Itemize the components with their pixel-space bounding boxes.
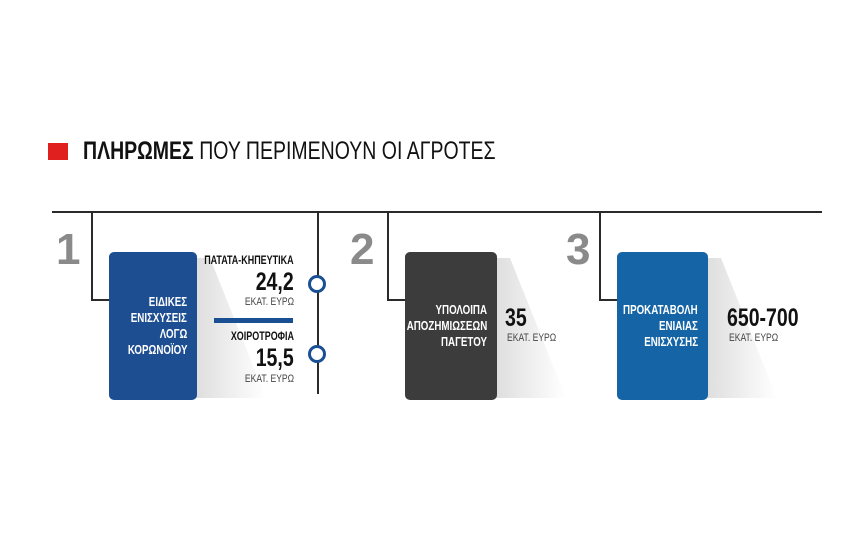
box-line: ΠΑΓΕΤΟΥ bbox=[440, 335, 487, 349]
step-number-3: 3 bbox=[566, 225, 591, 274]
connector-1-h bbox=[91, 299, 110, 301]
box-line: ΛΟΓΩ bbox=[159, 327, 187, 341]
box-line: ΕΝΙΣΧΥΣΕΙΣ bbox=[130, 311, 187, 325]
divider-bar bbox=[214, 318, 293, 323]
box-line: ΥΠΟΛΟΙΠΑ bbox=[435, 303, 487, 317]
step-number-2: 2 bbox=[350, 225, 375, 274]
item-box-3: ΠΡΟΚΑΤΑΒΟΛΗ ΕΝΙΑΙΑΣ ΕΝΙΣΧΥΣΗΣ bbox=[617, 252, 708, 400]
box-line: ΕΝΙΑΙΑΣ bbox=[659, 319, 698, 333]
item-unit-3: ΕΚΑΤ. ΕΥΡΩ bbox=[729, 332, 779, 344]
sub-unit-2: ΕΚΑΤ. ΕΥΡΩ bbox=[244, 373, 294, 385]
sub-label-2: ΧΟΙΡΟΤΡΟΦΙΑ bbox=[230, 331, 294, 343]
box-line: ΕΝΙΣΧΥΣΗΣ bbox=[644, 335, 698, 349]
box-line: ΠΡΟΚΑΤΑΒΟΛΗ bbox=[623, 303, 698, 317]
item-value-3: 650-700 bbox=[727, 304, 799, 332]
sub-label-1: ΠΑΤΑΤΑ-ΚΗΠΕΥΤΙΚΑ bbox=[204, 255, 294, 267]
item-unit-2: ΕΚΑΤ. ΕΥΡΩ bbox=[507, 332, 557, 344]
sub-unit-1: ΕΚΑΤ. ΕΥΡΩ bbox=[244, 296, 294, 308]
item-box-1: ΕΙΔΙΚΕΣ ΕΝΙΣΧΥΣΕΙΣ ΛΟΓΩ ΚΟΡΩΝΟΪΟΥ bbox=[109, 252, 197, 400]
item-value-2: 35 bbox=[505, 304, 527, 332]
connector-1 bbox=[91, 211, 93, 301]
timeline-node-icon bbox=[308, 275, 326, 293]
connector-2 bbox=[387, 211, 389, 301]
title-rest: ΠΟΥ ΠΕΡΙΜΕΝΟΥΝ ΟΙ ΑΓΡΟΤΕΣ bbox=[199, 137, 496, 165]
connector-2-h bbox=[387, 299, 406, 301]
box-line: ΚΟΡΩΝΟΪΟΥ bbox=[127, 343, 187, 357]
title-bold: ΠΛΗΡΩΜΕΣ bbox=[83, 137, 194, 165]
box-line: ΕΙΔΙΚΕΣ bbox=[148, 295, 187, 309]
title-marker bbox=[48, 143, 68, 160]
box-line: ΑΠΟΖΗΜΙΩΣΕΩΝ bbox=[406, 319, 487, 333]
connector-3 bbox=[599, 211, 601, 301]
connector-sub bbox=[317, 211, 319, 394]
step-number-1: 1 bbox=[56, 225, 81, 274]
timeline-node-icon bbox=[308, 345, 326, 363]
sub-value-1: 24,2 bbox=[256, 268, 294, 296]
timeline-top bbox=[52, 211, 822, 213]
item-box-2: ΥΠΟΛΟΙΠΑ ΑΠΟΖΗΜΙΩΣΕΩΝ ΠΑΓΕΤΟΥ bbox=[405, 252, 497, 400]
page-title: ΠΛΗΡΩΜΕΣ ΠΟΥ ΠΕΡΙΜΕΝΟΥΝ ΟΙ ΑΓΡΟΤΕΣ bbox=[83, 139, 612, 164]
sub-value-2: 15,5 bbox=[256, 344, 294, 372]
connector-3-h bbox=[599, 299, 618, 301]
